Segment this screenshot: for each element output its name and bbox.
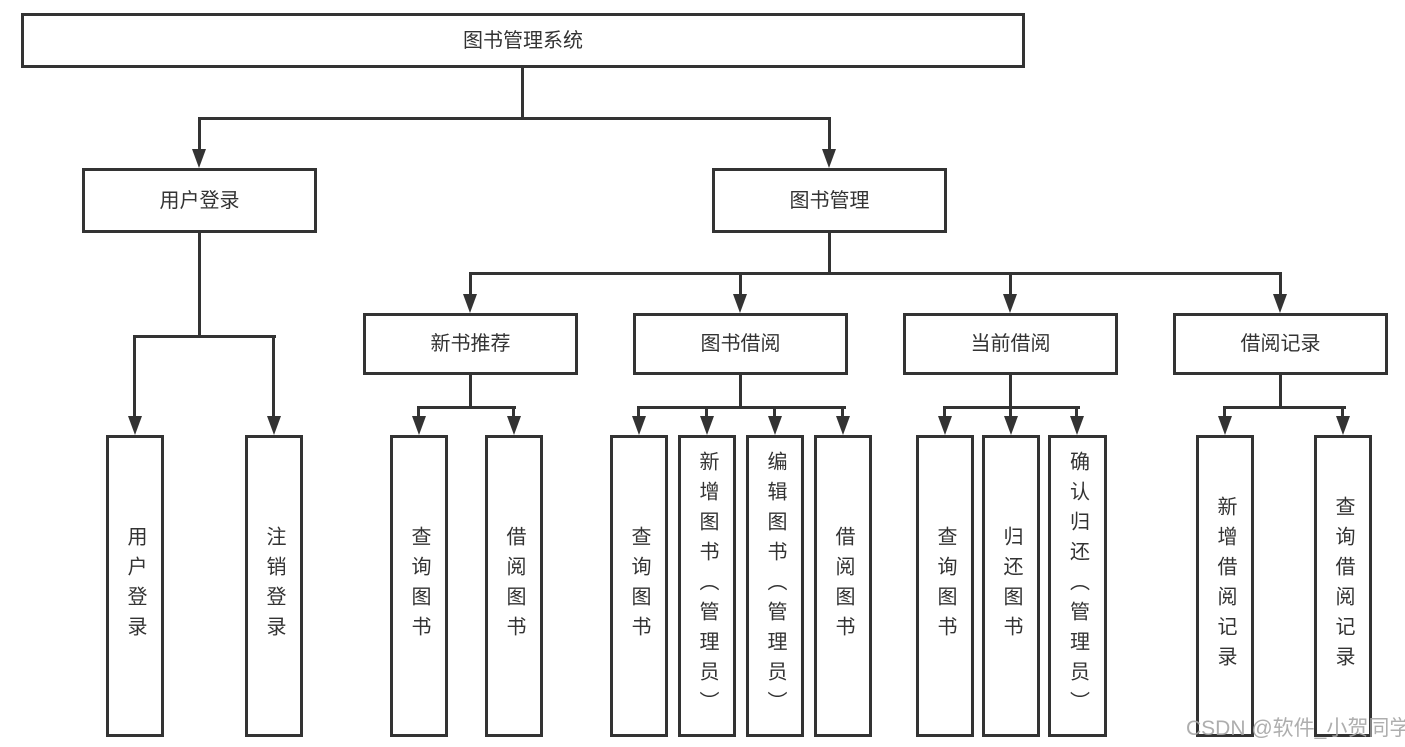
arrow-down-icon xyxy=(836,416,850,435)
node-borrowing-records: 借阅记录 xyxy=(1173,313,1388,375)
connector-line xyxy=(1279,272,1282,297)
connector-line xyxy=(637,406,640,420)
node-label: 用户登录 xyxy=(124,526,146,646)
leaf-borrowing-edit-books-admin: 编辑图书（管理员） xyxy=(746,435,804,737)
arrow-down-icon xyxy=(1218,416,1232,435)
connector-line xyxy=(1341,406,1344,420)
connector-line xyxy=(1223,406,1226,420)
connector-line xyxy=(512,406,515,420)
node-label: 查询借阅记录 xyxy=(1332,496,1354,676)
connector-line xyxy=(773,406,776,420)
connector-line xyxy=(469,375,472,407)
leaf-logout: 注销登录 xyxy=(245,435,303,737)
node-label: 归还图书 xyxy=(1000,526,1022,646)
arrow-down-icon xyxy=(192,149,206,168)
leaf-borrowing-borrow-books: 借阅图书 xyxy=(814,435,872,737)
node-library-system: 图书管理系统 xyxy=(21,13,1025,68)
arrow-down-icon xyxy=(412,416,426,435)
node-label: 编辑图书（管理员） xyxy=(764,451,786,721)
connector-line xyxy=(841,406,844,420)
connector-line xyxy=(739,272,742,297)
leaf-current-query-books: 查询图书 xyxy=(916,435,974,737)
connector-line xyxy=(272,335,275,418)
arrow-down-icon xyxy=(1003,294,1017,313)
connector-line xyxy=(1009,406,1012,420)
arrow-down-icon xyxy=(267,416,281,435)
connector-line xyxy=(1279,375,1282,407)
node-label: 图书管理 xyxy=(789,189,870,212)
node-label: 新增借阅记录 xyxy=(1214,496,1236,676)
connector-line xyxy=(1075,406,1078,420)
arrow-down-icon xyxy=(1004,416,1018,435)
arrow-down-icon xyxy=(507,416,521,435)
connector-line xyxy=(1009,375,1012,407)
connector-line xyxy=(1009,272,1012,297)
arrow-down-icon xyxy=(700,416,714,435)
connector-line xyxy=(1223,406,1346,409)
leaf-recommend-query-books: 查询图书 xyxy=(390,435,448,737)
leaf-user-login: 用户登录 xyxy=(106,435,164,737)
node-label: 查询图书 xyxy=(408,526,430,646)
node-label: 借阅图书 xyxy=(503,526,525,646)
connector-line xyxy=(739,375,742,407)
node-current-borrowing: 当前借阅 xyxy=(903,313,1118,375)
connector-line xyxy=(943,406,946,420)
node-label: 借阅记录 xyxy=(1240,333,1321,355)
connector-line xyxy=(705,406,708,420)
arrow-down-icon xyxy=(768,416,782,435)
node-label: 新增图书（管理员） xyxy=(696,451,718,721)
node-label: 图书管理系统 xyxy=(463,29,583,52)
leaf-recommend-borrow-books: 借阅图书 xyxy=(485,435,543,737)
connector-line xyxy=(828,117,831,153)
arrow-down-icon xyxy=(128,416,142,435)
arrow-down-icon xyxy=(463,294,477,313)
node-label: 确认归还（管理员） xyxy=(1066,451,1089,721)
connector-line xyxy=(469,272,1282,275)
connector-line xyxy=(417,406,420,420)
arrow-down-icon xyxy=(632,416,646,435)
connector-line xyxy=(469,272,472,297)
arrow-down-icon xyxy=(1273,294,1287,313)
arrow-down-icon xyxy=(1336,416,1350,435)
arrow-down-icon xyxy=(733,294,747,313)
arrow-down-icon xyxy=(822,149,836,168)
node-label: 当前借阅 xyxy=(970,333,1051,355)
connector-line xyxy=(828,233,831,272)
connector-line xyxy=(198,117,831,120)
leaf-current-return-books: 归还图书 xyxy=(982,435,1040,737)
connector-line xyxy=(637,406,846,409)
leaf-borrowing-add-books-admin: 新增图书（管理员） xyxy=(678,435,736,737)
node-label: 查询图书 xyxy=(934,526,956,646)
node-book-borrowing: 图书借阅 xyxy=(633,313,848,375)
leaf-current-confirm-return-admin: 确认归还（管理员） xyxy=(1048,435,1107,737)
connector-line xyxy=(198,233,201,335)
arrow-down-icon xyxy=(1070,416,1084,435)
node-label: 注销登录 xyxy=(263,526,285,646)
node-label: 新书推荐 xyxy=(430,333,511,355)
node-user-login: 用户登录 xyxy=(82,168,317,233)
connector-line xyxy=(133,335,136,418)
connector-line xyxy=(198,117,201,153)
node-label: 图书借阅 xyxy=(700,333,781,355)
connector-line xyxy=(521,68,524,117)
node-label: 用户登录 xyxy=(159,189,240,212)
connector-line xyxy=(417,406,516,409)
leaf-records-add-record: 新增借阅记录 xyxy=(1196,435,1254,737)
node-label: 借阅图书 xyxy=(832,526,854,646)
connector-line xyxy=(133,335,276,338)
node-label: 查询图书 xyxy=(628,526,650,646)
node-new-book-recommendation: 新书推荐 xyxy=(363,313,578,375)
csdn-watermark: CSDN @软件_小贺同学 xyxy=(1186,717,1405,740)
node-book-management: 图书管理 xyxy=(712,168,947,233)
leaf-records-query-record: 查询借阅记录 xyxy=(1314,435,1372,737)
leaf-borrowing-query-books: 查询图书 xyxy=(610,435,668,737)
arrow-down-icon xyxy=(938,416,952,435)
